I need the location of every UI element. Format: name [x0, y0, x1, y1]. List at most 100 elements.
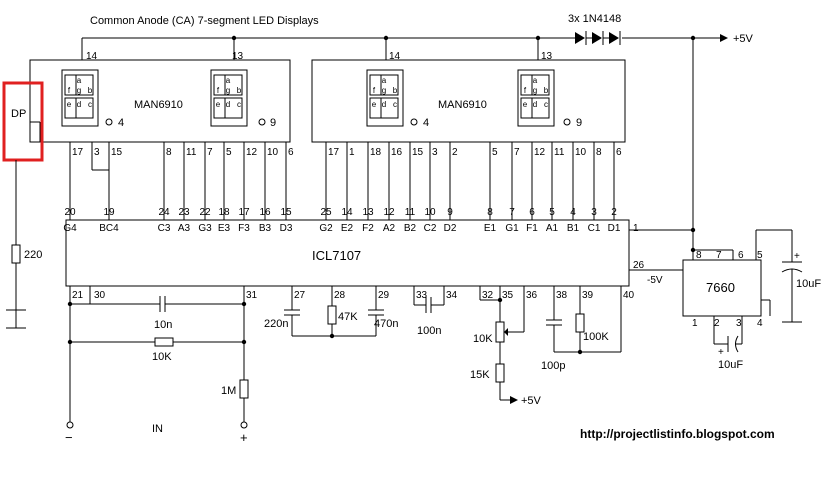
segment-letter: c: [544, 100, 548, 109]
display-part-right: MAN6910: [438, 99, 487, 111]
ic-pin-number: 33: [416, 290, 428, 301]
display-pin-number: 5: [492, 147, 498, 158]
digit-pin-4-left: 4: [118, 117, 124, 129]
ic-pin-name: A3: [178, 223, 191, 234]
display-pin-number: 5: [226, 147, 232, 158]
display-pin-number: 8: [166, 147, 172, 158]
ref-cap-network: [413, 286, 445, 313]
converter-7660-chip: [682, 259, 762, 317]
ic-pin-number: 24: [158, 207, 170, 218]
ic-pin-number: 18: [218, 207, 230, 218]
display-module-right: [311, 59, 626, 143]
ic-pin-name: E2: [341, 223, 354, 234]
ic-pin-name: G2: [319, 223, 333, 234]
segment-letter: c: [393, 100, 397, 109]
conv-pin-6: 6: [738, 250, 744, 261]
c-10n-label: 10n: [154, 319, 172, 331]
segment-letter: b: [88, 86, 93, 95]
segment-letter: g: [77, 86, 81, 95]
r-10k-label: 10K: [152, 351, 172, 363]
display-pin-number: 8: [596, 147, 602, 158]
segment-letter: d: [382, 100, 386, 109]
digit-pin-14-right: 14: [389, 51, 401, 62]
ic-pin-number: 23: [178, 207, 190, 218]
display-pin-number: 2: [452, 147, 458, 158]
segment-letter: a: [226, 76, 231, 85]
conv-pin-8: 8: [696, 250, 702, 261]
ic-pin-number: 17: [238, 207, 250, 218]
schematic-title: Common Anode (CA) 7-segment LED Displays: [90, 15, 319, 27]
ic-pin-number: 2: [611, 207, 617, 218]
segment-letter: a: [533, 76, 538, 85]
segment-letter: g: [382, 86, 386, 95]
segment-letter: b: [237, 86, 242, 95]
ic-pin-name: B3: [259, 223, 272, 234]
display-pin-number: 1: [349, 147, 355, 158]
vcc-label-top: +5V: [733, 33, 754, 45]
segment-letter: d: [77, 100, 81, 109]
ic-pin-number: 29: [378, 290, 390, 301]
c-470n-label: 470n: [374, 318, 398, 330]
ic-pin-number: 21: [72, 290, 84, 301]
integrator-network: [284, 286, 384, 339]
ic-pin-number: 28: [334, 290, 346, 301]
cap-plus-top: +: [794, 251, 800, 262]
digit-pin-4-right: 4: [423, 117, 429, 129]
display-pin-number: 11: [554, 147, 565, 158]
ic-pin-number: 4: [570, 207, 576, 218]
segment-letter: c: [88, 100, 92, 109]
diode-chain: [575, 31, 621, 45]
ic-pin-name: F1: [526, 223, 538, 234]
conv-pin-1: 1: [692, 318, 698, 329]
ic-pin-26: 26: [633, 260, 645, 271]
ic-pin-1: 1: [633, 223, 639, 234]
icl7107-chip: [65, 219, 630, 287]
segment-letter: b: [544, 86, 549, 95]
digit-pin-13-right: 13: [541, 51, 553, 62]
ic-pin-number: 5: [549, 207, 555, 218]
ic-pin-name: BC4: [99, 223, 119, 234]
display-pin-number: 7: [514, 147, 520, 158]
segment-letter: c: [237, 100, 241, 109]
ic-pin-name: D2: [444, 223, 457, 234]
digit-pin-9-right: 9: [576, 117, 582, 129]
conv-pin-7: 7: [716, 250, 722, 261]
ref-voltage-network: [479, 286, 525, 404]
ic-pin-number: 25: [320, 207, 332, 218]
digit-pin-14-left: 14: [86, 51, 98, 62]
neg5v-label: -5V: [647, 275, 663, 286]
display-pin-number: 6: [616, 147, 622, 158]
conv-pin-5: 5: [757, 250, 763, 261]
segment-letter: a: [382, 76, 387, 85]
segment-letter: d: [533, 100, 537, 109]
ic-pin-number: 19: [103, 207, 115, 218]
segment-letter: g: [533, 86, 537, 95]
dp-resistor-220: [6, 160, 26, 329]
input-plus: +: [240, 430, 248, 445]
ic-pin-number: 39: [582, 290, 594, 301]
display-pin-number: 12: [246, 147, 258, 158]
ic-pin-number: 9: [447, 207, 453, 218]
conv-pin-3: 3: [736, 318, 742, 329]
ic-pin-name: A2: [383, 223, 396, 234]
r-47k-label: 47K: [338, 311, 358, 323]
display-pin-number: 17: [328, 147, 340, 158]
ic-pin-number: 15: [280, 207, 292, 218]
ic-pin-name: G1: [505, 223, 519, 234]
r-dp-label: 220: [24, 249, 42, 261]
ic-pin-number: 34: [446, 290, 458, 301]
dp-highlight-box: [2, 81, 44, 162]
cap-plus-bottom: +: [718, 347, 724, 358]
c-100p-label: 100p: [541, 360, 565, 372]
ic-pin-number: 7: [509, 207, 515, 218]
oscillator-network: [546, 286, 622, 355]
ic-pin-name: A1: [546, 223, 559, 234]
display-pin-number: 15: [111, 147, 123, 158]
display-pin-number: 17: [72, 147, 84, 158]
display-pin-number: 15: [412, 147, 424, 158]
segment-letter: f: [373, 86, 376, 95]
ic-pin-number: 31: [246, 290, 258, 301]
vcc-label-ref: +5V: [521, 395, 542, 407]
